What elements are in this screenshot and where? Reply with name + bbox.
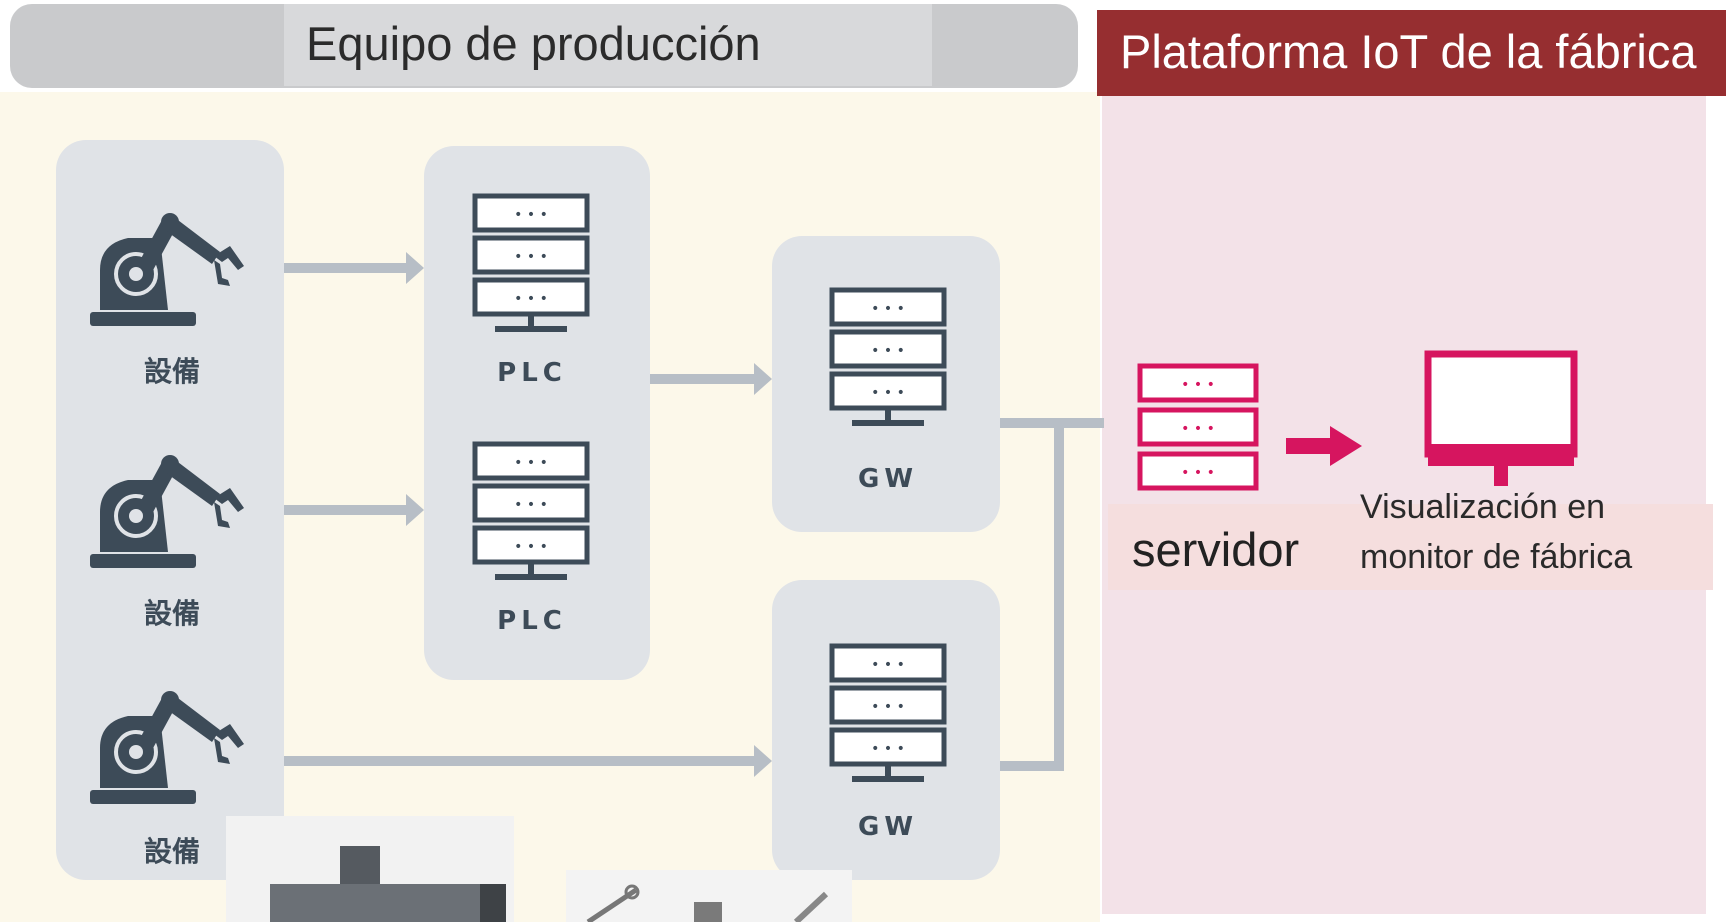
svg-text:• • •: • • • <box>1181 421 1215 437</box>
monitor-label-line2: monitor de fábrica <box>1360 538 1633 576</box>
arrow-plc1-gw1 <box>650 363 772 395</box>
plc-server-icon <box>475 196 587 332</box>
gw-label: GW <box>857 464 919 494</box>
robot-icon <box>88 211 246 328</box>
monitor-label: Visualización en monitor de fábrica <box>1360 482 1632 582</box>
arrow-eq1-plc1 <box>284 252 424 284</box>
svg-text:• • •: • • • <box>1181 465 1215 481</box>
arrow-eq3-gw2 <box>284 745 772 777</box>
equipment-label: 設備 <box>143 355 200 388</box>
gw-to-platform-connector <box>1000 418 1104 771</box>
plc-label: PLC <box>497 358 567 388</box>
equipment-photo-snippet <box>226 816 514 922</box>
iot-platform-title: Plataforma IoT de la fábrica <box>1120 25 1697 78</box>
production-header-title: Equipo de producción <box>306 17 761 70</box>
gw-server-icon <box>832 646 944 782</box>
server-label: servidor <box>1132 523 1300 576</box>
monitor-label-line1: Visualización en <box>1360 488 1606 526</box>
gw-server-icon <box>832 290 944 426</box>
monitor-icon <box>1424 350 1578 486</box>
equipment-label: 設備 <box>143 597 200 630</box>
plc-column <box>424 146 650 680</box>
plc-server-icon <box>475 444 587 580</box>
arrow-server-monitor <box>1286 426 1362 466</box>
equipment-label: 設備 <box>143 835 200 868</box>
robot-icon <box>88 453 246 570</box>
tools-photo-snippet <box>566 870 852 922</box>
platform-server-icon: • • • • • • • • • <box>1137 363 1259 491</box>
gw-label: GW <box>857 812 919 842</box>
plc-label: PLC <box>497 606 567 636</box>
server-label-box <box>1108 504 1713 590</box>
svg-text:• • •: • • • <box>1181 377 1215 393</box>
robot-icon <box>88 689 246 806</box>
arrow-eq2-plc2 <box>284 494 424 526</box>
production-header-inner <box>284 4 932 86</box>
equipment-column <box>56 140 284 880</box>
iot-platform-header <box>1097 10 1726 96</box>
